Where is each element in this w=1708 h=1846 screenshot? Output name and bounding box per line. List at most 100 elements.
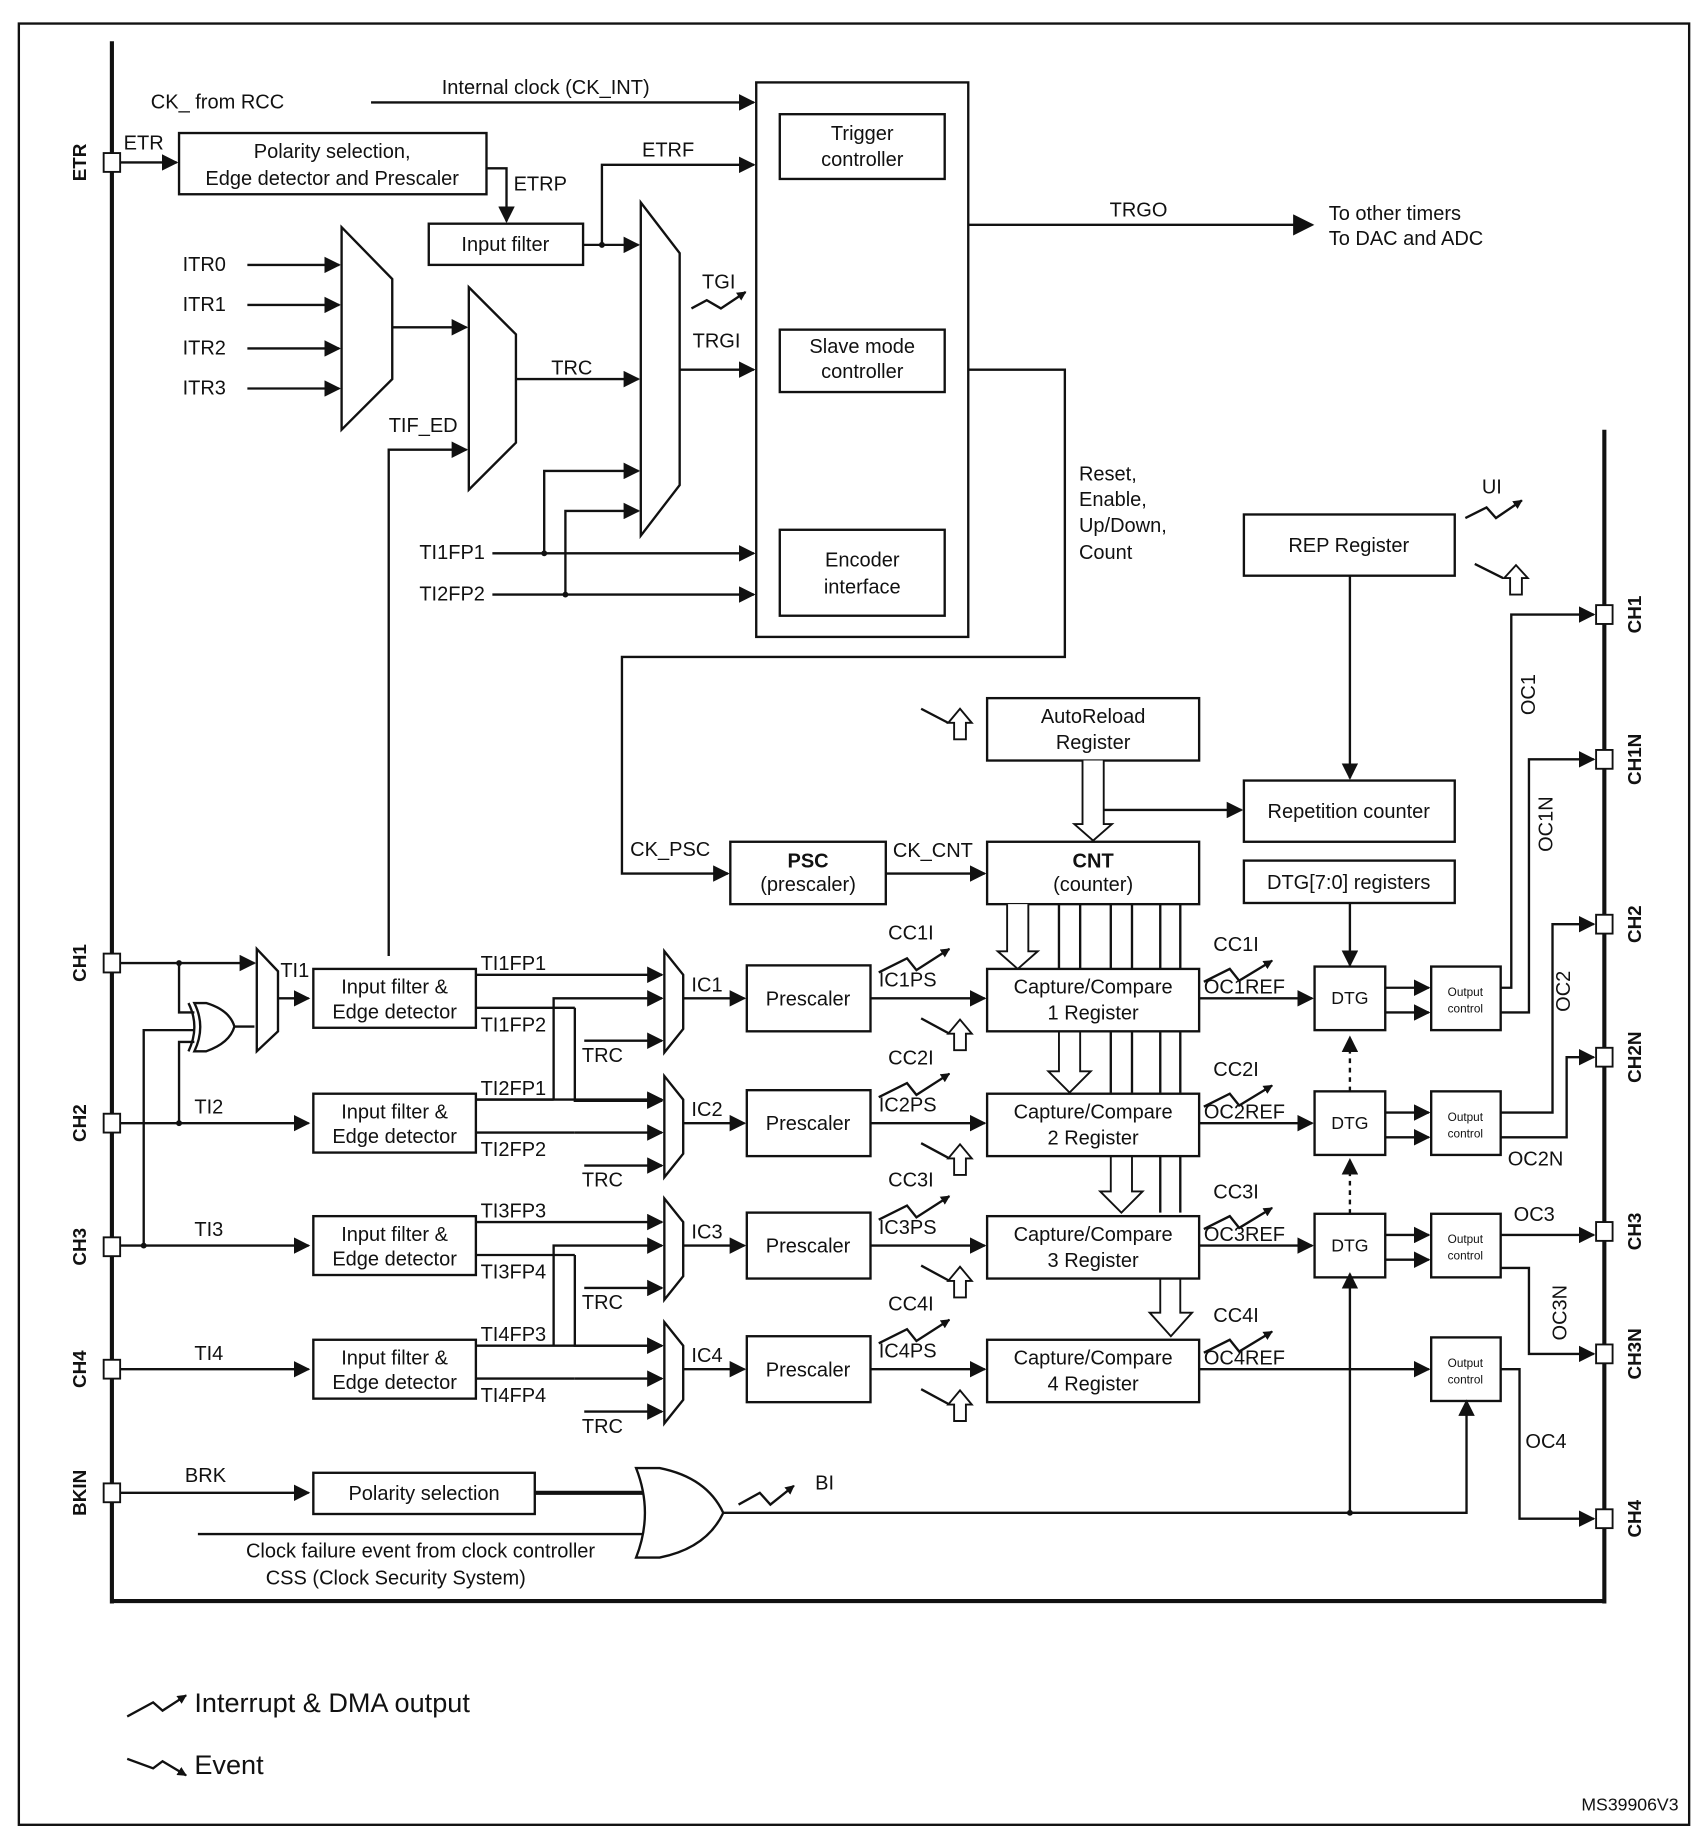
- ti2fp2-label: TI2FP2: [419, 583, 485, 605]
- output-wire-oc1n: [1500, 751, 1596, 1014]
- ti-label: TI1: [280, 960, 309, 982]
- svg-text:Capture/Compare: Capture/Compare: [1014, 977, 1173, 999]
- ocref-label: OC4REF: [1204, 1347, 1285, 1369]
- capture-event-arrow: [946, 1142, 974, 1176]
- right-pin-label: CH1N: [1624, 734, 1645, 785]
- svg-text:1 Register: 1 Register: [1048, 1003, 1140, 1025]
- right-pin-ch3n[interactable]: CH3N: [1595, 1328, 1645, 1380]
- output-label: OC1: [1518, 674, 1540, 715]
- svg-text:CH3: CH3: [69, 1228, 90, 1266]
- svg-text:control: control: [1448, 1127, 1483, 1140]
- svg-text:(counter): (counter): [1053, 874, 1133, 896]
- cc-out-label: CC2I: [1213, 1059, 1259, 1081]
- trc-label: TRC: [551, 357, 592, 379]
- left-pin-bkin[interactable]: BKIN: [69, 1470, 122, 1516]
- svg-text:CH4: CH4: [69, 1350, 90, 1388]
- fp-b-label: TI4FP4: [481, 1385, 547, 1407]
- cc-out-interrupt-icon: [1203, 959, 1273, 983]
- internal-clock-label: Internal clock (CK_INT): [442, 77, 650, 99]
- svg-text:DTG: DTG: [1331, 1235, 1368, 1255]
- cc-out-interrupt-icon: [1203, 1084, 1273, 1108]
- cc-in-label: CC2I: [888, 1047, 934, 1069]
- ic-label: IC4: [691, 1345, 722, 1367]
- svg-text:Output: Output: [1448, 986, 1484, 999]
- etrf-label: ETRF: [642, 140, 694, 162]
- left-pin-ch2[interactable]: CH2: [69, 1104, 122, 1142]
- right-pin-label: CH2N: [1624, 1032, 1645, 1083]
- right-pin-label: CH3N: [1624, 1328, 1645, 1379]
- ck-psc-wire: [620, 368, 1067, 882]
- cc-out-label: CC3I: [1213, 1181, 1259, 1203]
- left-pin-ch3[interactable]: CH3: [69, 1228, 122, 1266]
- capture-event-icon: [920, 1017, 950, 1035]
- svg-text:DTG: DTG: [1331, 1113, 1368, 1133]
- svg-text:Capture/Compare: Capture/Compare: [1014, 1101, 1173, 1123]
- right-pin-ch1n[interactable]: CH1N: [1595, 734, 1645, 785]
- dtg-block: [1313, 1212, 1387, 1279]
- left-pin-ch4[interactable]: CH4: [69, 1350, 122, 1388]
- psc-block: [729, 840, 887, 906]
- output-control-block: [1430, 1090, 1502, 1157]
- svg-text:Output: Output: [1448, 1111, 1484, 1124]
- right-pin-ch3[interactable]: CH3: [1595, 1213, 1645, 1251]
- svg-text:Polarity selection,: Polarity selection,: [254, 141, 411, 163]
- tgi-interrupt-icon: [690, 290, 747, 310]
- right-pin-ch2n[interactable]: CH2N: [1595, 1032, 1645, 1083]
- input-filter-edge-block: [312, 1338, 478, 1400]
- svg-text:ITR1: ITR1: [183, 294, 226, 316]
- icps-label: IC1PS: [879, 970, 937, 992]
- ti2fp1-cross-wire: [552, 990, 664, 1100]
- trc-label: TRC: [582, 1170, 623, 1192]
- svg-text:2 Register: 2 Register: [1048, 1127, 1140, 1149]
- svg-text:Prescaler: Prescaler: [766, 988, 851, 1010]
- svg-text:3 Register: 3 Register: [1048, 1250, 1140, 1272]
- output-control-block: [1430, 965, 1502, 1032]
- ic-mux: [663, 1195, 685, 1304]
- svg-text:ITR2: ITR2: [183, 337, 226, 359]
- event-legend-icon: [126, 1757, 187, 1777]
- right-pin-ch2[interactable]: CH2: [1595, 905, 1645, 943]
- svg-text:Edge detector: Edge detector: [332, 1249, 457, 1271]
- bi-label: BI: [815, 1472, 834, 1494]
- right-pin-ch1[interactable]: CH1: [1595, 596, 1645, 634]
- trgi-label: TRGI: [693, 330, 741, 352]
- svg-text:Capture/Compare: Capture/Compare: [1014, 1347, 1173, 1369]
- output-wire-oc2: [1500, 915, 1596, 1114]
- ti1fp2-cross-wire: [573, 1007, 664, 1110]
- ti-label: TI4: [194, 1343, 223, 1365]
- right-pin-ch4[interactable]: CH4: [1595, 1499, 1645, 1538]
- ic-label: IC1: [691, 974, 722, 996]
- svg-text:Edge detector: Edge detector: [332, 1001, 457, 1023]
- svg-text:Register: Register: [1056, 732, 1131, 754]
- cc-out-label: CC1I: [1213, 934, 1259, 956]
- fp-b-label: TI1FP2: [481, 1014, 547, 1036]
- svg-text:ETR: ETR: [69, 143, 90, 181]
- svg-text:CNT: CNT: [1073, 851, 1114, 873]
- ck-cnt-label: CK_CNT: [893, 840, 973, 862]
- svg-text:Input filter &: Input filter &: [341, 1347, 448, 1369]
- ck-from-rcc-label: CK_ from RCC: [151, 91, 284, 113]
- interrupt-legend-icon: [126, 1694, 187, 1718]
- ch1-input-xor: [120, 945, 311, 1249]
- left-pin-etr[interactable]: ETR: [69, 143, 122, 181]
- trigger-controller-block: [778, 113, 946, 181]
- svg-text:Prescaler: Prescaler: [766, 1236, 851, 1258]
- tif-ed-label: TIF_ED: [389, 415, 458, 437]
- fp-a-label: TI4FP3: [481, 1324, 547, 1346]
- ic-mux: [663, 1318, 685, 1427]
- ti-label: TI2: [194, 1097, 223, 1119]
- dtg-block: [1313, 965, 1387, 1032]
- trigger-select-mux: [639, 199, 681, 540]
- legend-interrupt-label: Interrupt & DMA output: [194, 1687, 470, 1718]
- cc-interrupt-icon: [878, 1318, 951, 1345]
- itr-mux: [340, 224, 394, 433]
- svg-text:controller: controller: [821, 361, 904, 383]
- svg-text:Input filter &: Input filter &: [341, 977, 448, 999]
- fp-a-label: TI2FP1: [481, 1078, 547, 1100]
- svg-text:AutoReload: AutoReload: [1041, 706, 1146, 728]
